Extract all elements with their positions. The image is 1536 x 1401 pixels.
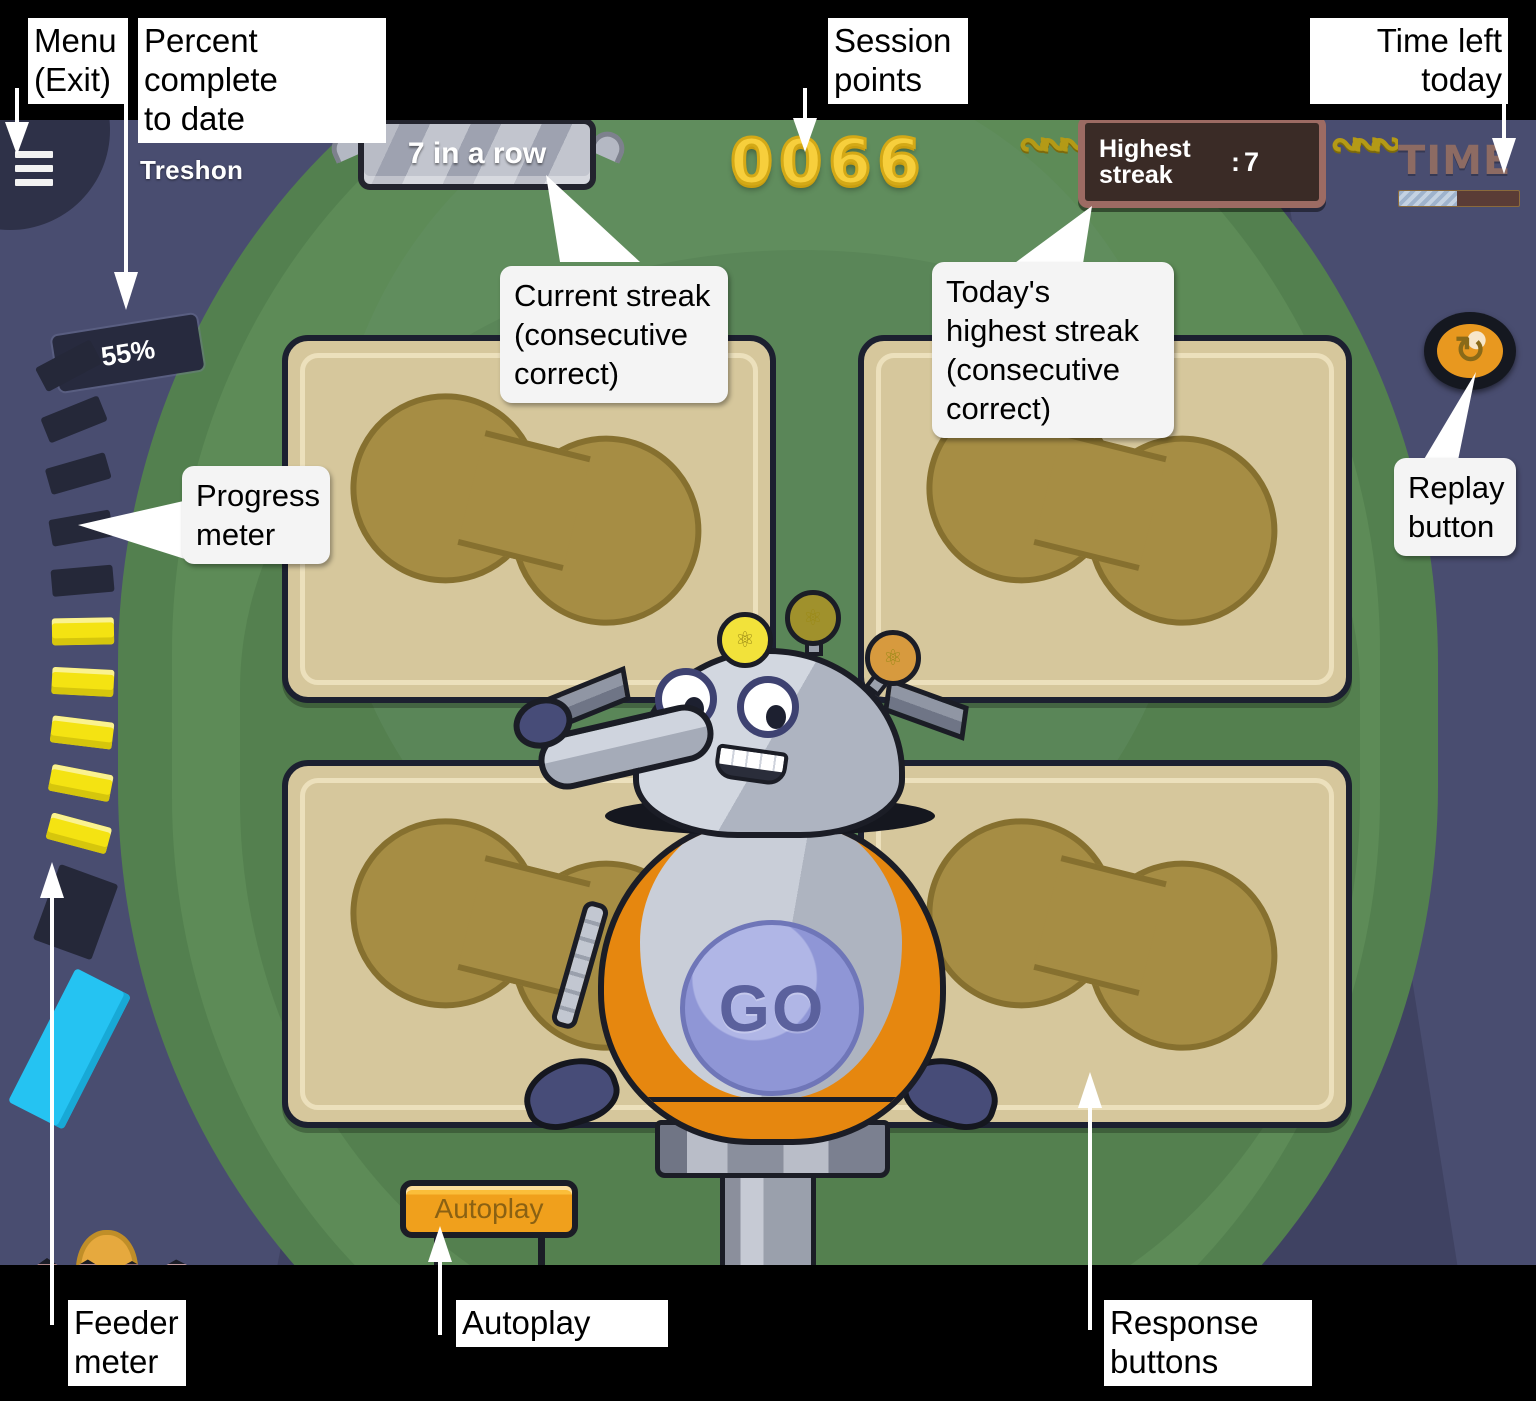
- progress-segment: [40, 395, 108, 444]
- highest-streak-sign: Highest streak : 7: [1078, 120, 1326, 208]
- progress-segment: [44, 452, 112, 496]
- chain-link-left: ∾∾∾: [1018, 124, 1086, 166]
- replay-circular-arrow-icon: ↻: [1437, 324, 1503, 378]
- feeder-meter: [18, 1140, 218, 1265]
- highest-streak-label: Highest streak: [1099, 134, 1191, 189]
- game-canvas: Treshon 7 in a row 0066 ∾∾∾ ∾∾∾ Highest …: [0, 120, 1536, 1265]
- annotation-replay-button: Replay button: [1394, 458, 1516, 557]
- current-streak-badge: 7 in a row: [358, 120, 596, 190]
- annotation-menu: Menu (Exit): [28, 18, 128, 104]
- autoplay-post-right: [538, 1238, 545, 1265]
- go-button-label: GO: [718, 971, 826, 1045]
- progress-segment-filled: [51, 666, 115, 698]
- progress-segment: [50, 564, 115, 597]
- current-streak-label: 7 in a row: [407, 137, 547, 170]
- annotation-response-buttons: Response buttons: [1104, 1300, 1312, 1386]
- lightbulb-icon: ⚛: [717, 612, 773, 668]
- autoplay-post-left: [434, 1238, 441, 1265]
- annotation-session-points: Session points: [828, 18, 968, 104]
- annotation-percent-complete: Percent complete to date: [138, 18, 386, 143]
- annotation-autoplay: Autoplay: [456, 1300, 668, 1347]
- hamburger-menu-icon[interactable]: [8, 142, 60, 194]
- highest-streak-separator: :: [1231, 146, 1240, 177]
- annotation-todays-highest-streak: Today's highest streak (consecutive corr…: [932, 262, 1174, 439]
- time-left-widget: TIME: [1398, 138, 1528, 207]
- autoplay-button[interactable]: Autoplay: [400, 1180, 578, 1238]
- progress-segment: [32, 863, 119, 961]
- session-points-value: 0066: [729, 124, 927, 200]
- annotation-progress-meter: Progress meter: [182, 466, 330, 565]
- annotation-feeder-meter: Feeder meter: [68, 1300, 186, 1386]
- robot-eye-right: [737, 676, 799, 738]
- annotation-time-left: Time left today: [1310, 18, 1508, 104]
- chain-link-right: ∾∾∾: [1330, 124, 1398, 166]
- time-remaining-bar: [1398, 190, 1520, 207]
- time-remaining-fill: [1399, 191, 1457, 206]
- annotation-current-streak: Current streak (consecutive correct): [500, 266, 728, 404]
- replay-button[interactable]: ↻: [1424, 312, 1516, 390]
- highest-streak-value: 7: [1244, 146, 1260, 177]
- lightbulb-icon: ⚛: [865, 630, 921, 686]
- peanut-reward-icon: [76, 1230, 138, 1265]
- go-button[interactable]: GO: [680, 920, 864, 1096]
- autoplay-label: Autoplay: [434, 1193, 544, 1224]
- lightbulb-icon: ⚛: [785, 590, 841, 646]
- progress-segment-filled: [51, 617, 115, 646]
- time-label: TIME: [1398, 138, 1512, 184]
- progress-segment-filled: [47, 763, 114, 803]
- autoplay-control: Autoplay: [400, 1180, 578, 1265]
- progress-segment-filled: [49, 715, 115, 750]
- username-label: Treshon: [140, 155, 244, 185]
- robot-elephant-character: GO ⚛ ⚛ ⚛: [505, 590, 1035, 1265]
- progress-segment: [48, 509, 115, 547]
- percent-complete-value: 55%: [98, 333, 157, 372]
- progress-segment-filled: [45, 812, 113, 855]
